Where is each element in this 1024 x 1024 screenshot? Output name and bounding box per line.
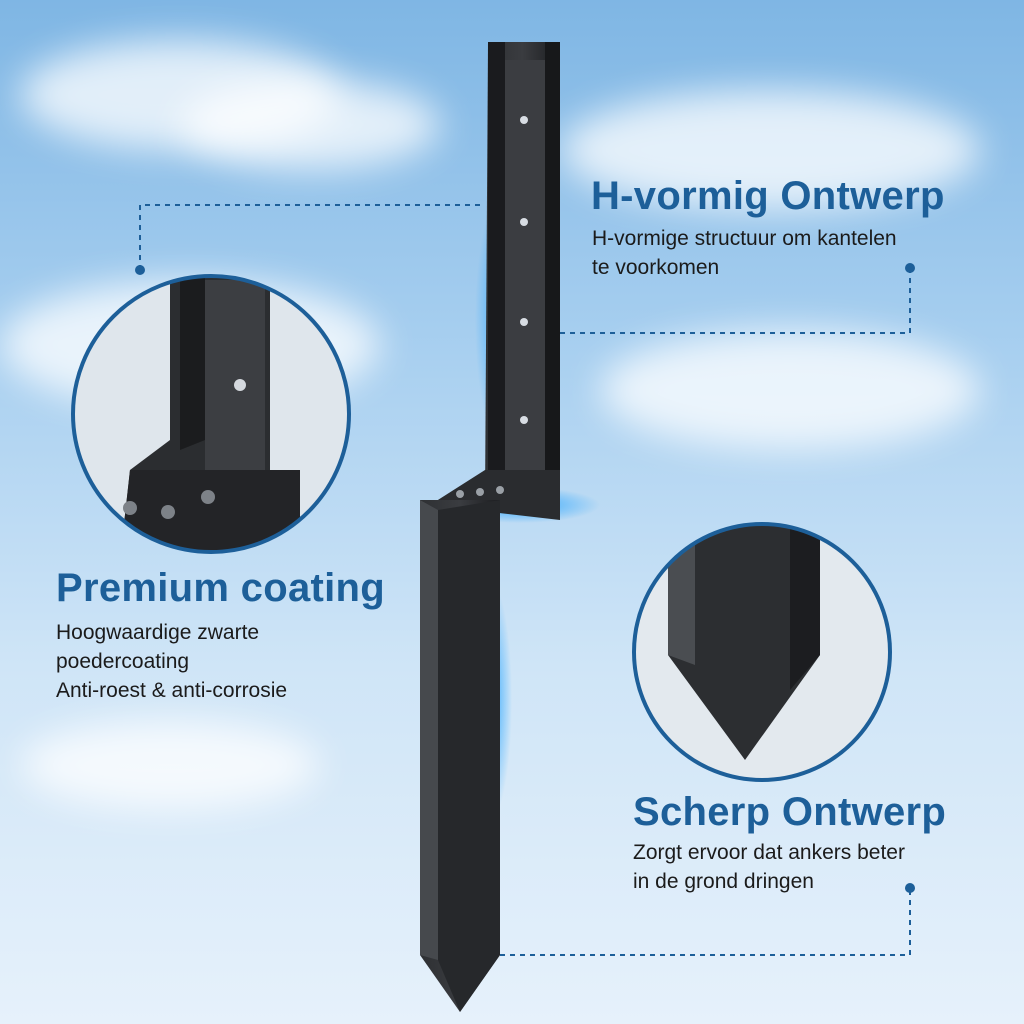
- feature-title-coating: Premium coating: [56, 566, 386, 610]
- description-line: Hoogwaardige zwarte: [56, 621, 260, 644]
- feature-title-h-shape: H-vormig Ontwerp: [591, 174, 945, 218]
- sharp-tip-detail-image: [632, 522, 892, 782]
- feature-description-coating: Hoogwaardige zwarte poedercoating Anti-r…: [56, 618, 287, 705]
- description-line: Zorgt ervoor dat ankers beter: [633, 841, 905, 864]
- callout-line-sharp: [500, 888, 911, 956]
- callout-line-coating: [139, 204, 480, 270]
- description-line: in de grond dringen: [633, 870, 814, 893]
- callout-dot: [905, 883, 915, 893]
- description-line: H-vormige structuur om kantelen: [592, 227, 897, 250]
- cloud: [560, 90, 980, 210]
- feature-title-sharp: Scherp Ontwerp: [633, 790, 947, 834]
- cloud: [600, 330, 980, 450]
- coating-detail-image: [71, 274, 351, 554]
- h-bracket: [430, 42, 560, 520]
- feature-description-sharp: Zorgt ervoor dat ankers beter in de gron…: [633, 838, 905, 896]
- cloud: [20, 720, 320, 810]
- cloud: [180, 80, 440, 170]
- feature-description-h-shape: H-vormige structuur om kantelen te voork…: [592, 224, 897, 282]
- description-line: poedercoating: [56, 650, 190, 673]
- ground-stake: [420, 500, 500, 1012]
- callout-dot: [905, 263, 915, 273]
- description-line: te voorkomen: [592, 256, 720, 279]
- callout-line-h-shape: [560, 268, 911, 334]
- description-line: Anti-roest & anti-corrosie: [56, 679, 288, 702]
- callout-dot: [135, 265, 145, 275]
